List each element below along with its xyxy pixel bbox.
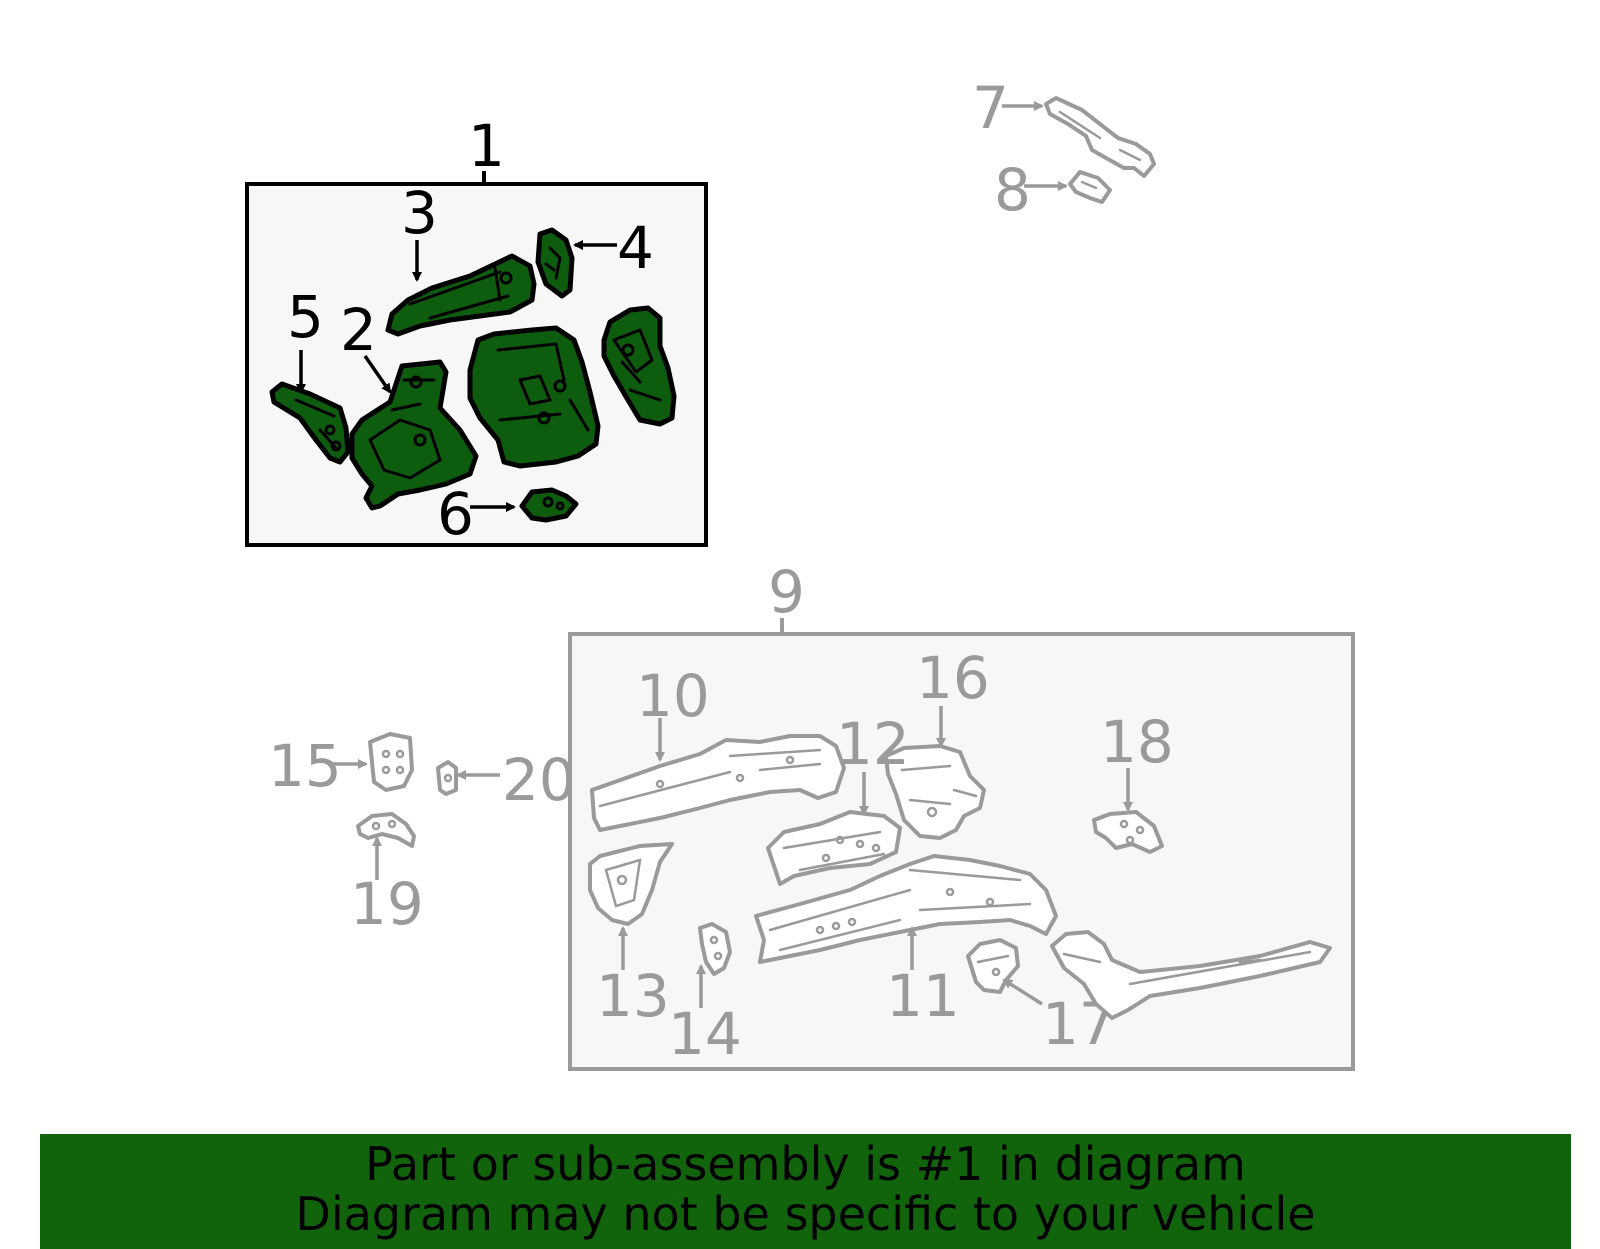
part-20-clip[interactable] bbox=[436, 760, 458, 796]
callout-11[interactable]: 11 bbox=[886, 962, 960, 1030]
callout-9[interactable]: 9 bbox=[768, 558, 805, 626]
part-10-side-member[interactable] bbox=[590, 734, 846, 832]
part-14-bracket[interactable] bbox=[698, 922, 732, 976]
assembly-9-group[interactable]: 9 10 16 12 bbox=[568, 558, 1355, 1071]
callout-4[interactable]: 4 bbox=[617, 214, 654, 282]
part-4-bracket[interactable] bbox=[535, 227, 575, 299]
part-19-bracket[interactable] bbox=[356, 812, 416, 848]
assembly-1-group[interactable]: 1 3 4 5 bbox=[245, 112, 708, 548]
banner-line-2: Diagram may not be specific to your vehi… bbox=[295, 1187, 1316, 1241]
callout-1[interactable]: 1 bbox=[468, 112, 505, 180]
callout-15[interactable]: 15 bbox=[268, 732, 342, 800]
callout-18[interactable]: 18 bbox=[1100, 708, 1174, 776]
callout-8[interactable]: 8 bbox=[994, 156, 1031, 224]
part-strut-support[interactable] bbox=[601, 305, 677, 427]
part-13-gusset[interactable] bbox=[588, 842, 674, 926]
callout-6[interactable]: 6 bbox=[437, 480, 474, 548]
part-11-side-member[interactable] bbox=[754, 854, 1058, 964]
part-15-plate[interactable] bbox=[368, 732, 414, 792]
part-12-bracket[interactable] bbox=[766, 810, 902, 886]
callout-3[interactable]: 3 bbox=[401, 179, 438, 247]
part-8-bracket[interactable] bbox=[1068, 170, 1112, 204]
callout-20[interactable]: 20 bbox=[502, 746, 576, 814]
callout-14[interactable]: 14 bbox=[668, 1000, 742, 1068]
callout-19[interactable]: 19 bbox=[350, 870, 424, 938]
banner-line-1: Part or sub-assembly is #1 in diagram bbox=[365, 1137, 1246, 1191]
callout-16[interactable]: 16 bbox=[916, 644, 990, 712]
part-5-side-member-extension[interactable] bbox=[269, 381, 351, 465]
part-floor-side-rail[interactable] bbox=[1050, 930, 1332, 1020]
part-18-bracket[interactable] bbox=[1092, 810, 1164, 854]
callout-10[interactable]: 10 bbox=[636, 662, 710, 730]
part-6-bracket[interactable] bbox=[519, 487, 579, 523]
callout-2[interactable]: 2 bbox=[340, 296, 377, 364]
callout-7[interactable]: 7 bbox=[972, 74, 1009, 142]
info-banner: Part or sub-assembly is #1 in diagram Di… bbox=[40, 1134, 1571, 1249]
part-16-bracket[interactable] bbox=[884, 744, 986, 840]
callout-5[interactable]: 5 bbox=[287, 283, 324, 351]
callout-13[interactable]: 13 bbox=[596, 962, 670, 1030]
arrow-2 bbox=[363, 355, 392, 394]
arrow-17 bbox=[1002, 978, 1043, 1006]
part-wheelhouse-panel[interactable] bbox=[467, 325, 601, 469]
callout-12[interactable]: 12 bbox=[836, 710, 910, 778]
part-7-rail-extension[interactable] bbox=[1044, 96, 1156, 178]
part-2-wheelhouse-front[interactable] bbox=[349, 359, 479, 511]
part-3-apron-reinforcement[interactable] bbox=[385, 253, 537, 337]
